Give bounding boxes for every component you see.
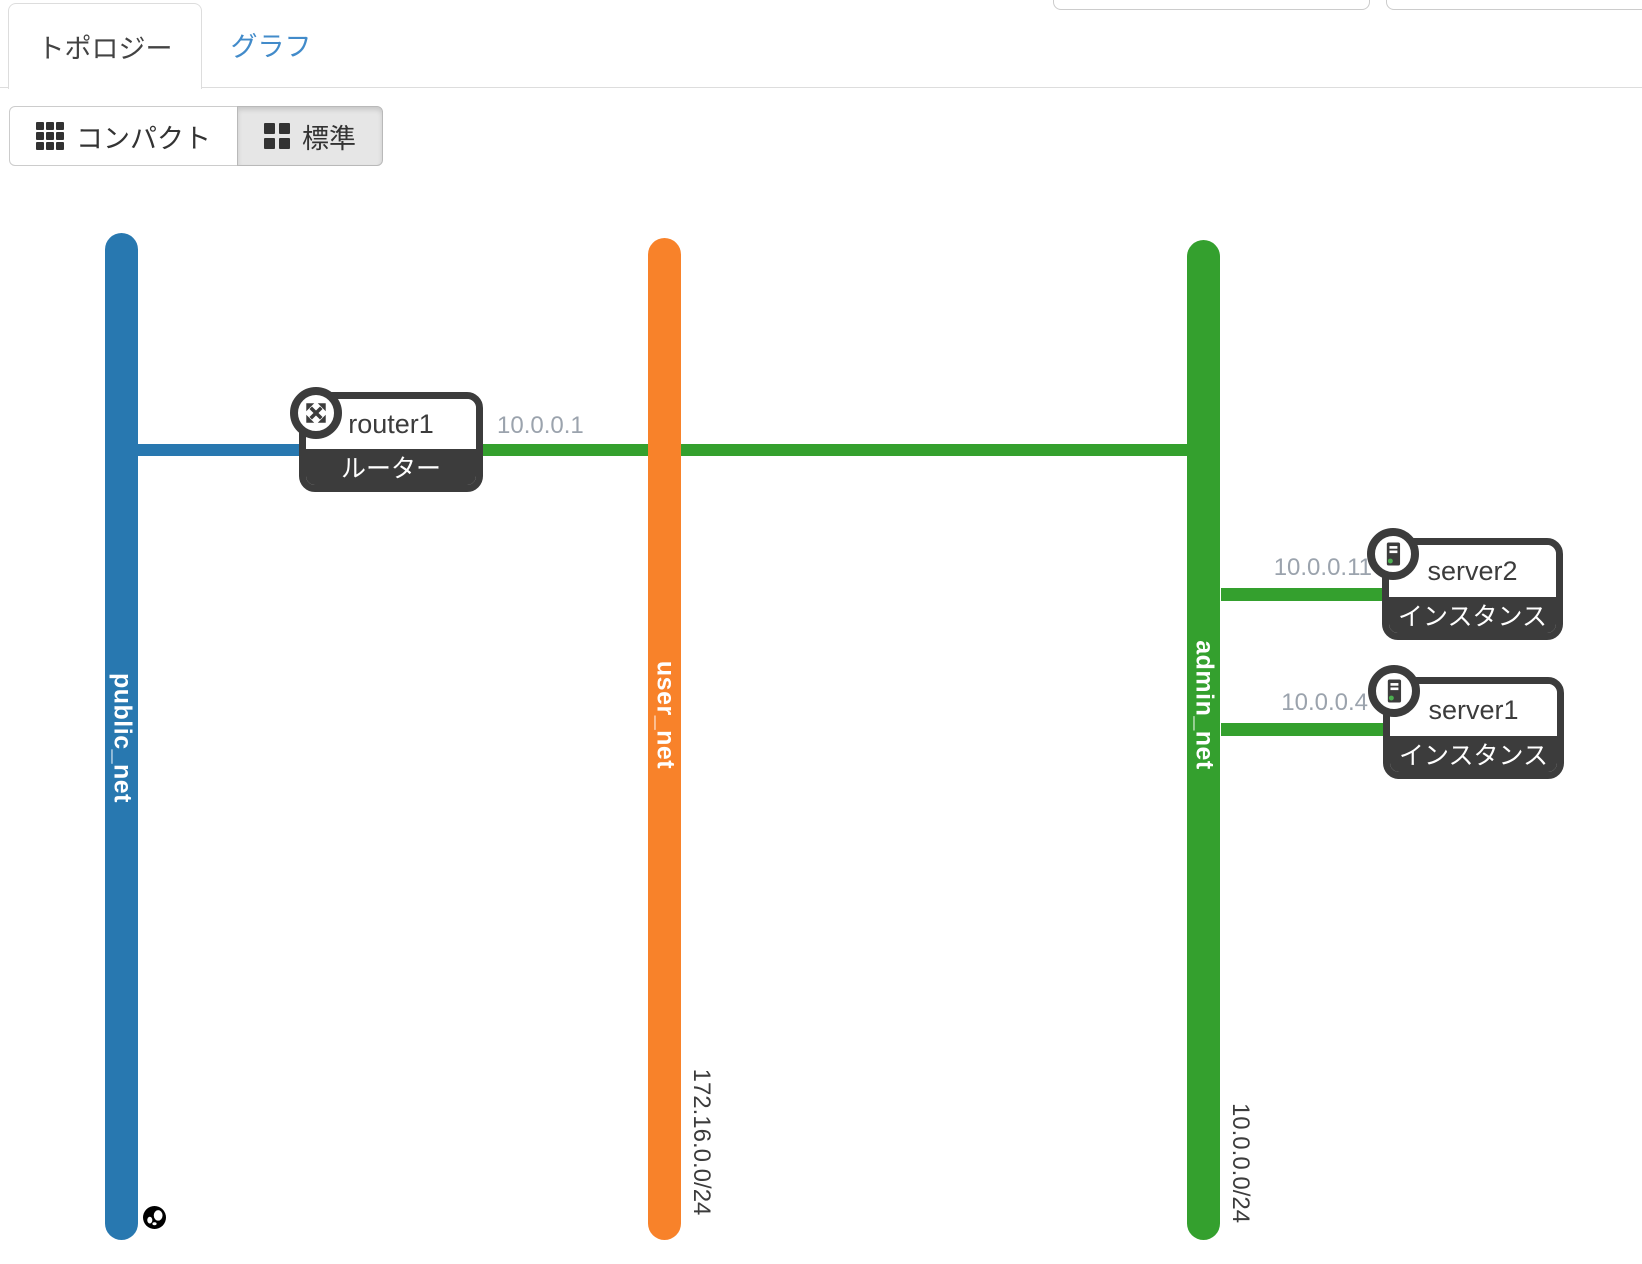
network-bar-user-net[interactable] — [648, 238, 681, 1240]
router1-type-band: ルーター — [306, 449, 476, 485]
truncated-toolbar-button-2[interactable] — [1386, 0, 1642, 10]
router1-port-ip: 10.0.0.1 — [497, 412, 584, 439]
external-network-marker — [143, 1206, 166, 1234]
server1-badge — [1368, 665, 1420, 717]
user-net-label: user_net — [651, 660, 680, 770]
user-net-cidr-label: 172.16.0.0/24 — [688, 1068, 715, 1216]
truncated-toolbar-button-1[interactable] — [1053, 0, 1370, 10]
standard-grid-icon — [264, 123, 290, 149]
tab-graph[interactable]: グラフ — [206, 3, 336, 86]
server2-badge — [1367, 528, 1419, 580]
server1-type-band: インスタンス — [1390, 736, 1557, 772]
link-adminnet-server1 — [1221, 723, 1383, 736]
compact-view-label: コンパクト — [76, 123, 211, 154]
compact-view-button[interactable]: コンパクト — [9, 106, 238, 166]
router1-badge — [290, 387, 342, 439]
server2-type-band: インスタンス — [1389, 597, 1556, 633]
admin-net-cidr-label: 10.0.0.0/24 — [1227, 1102, 1254, 1224]
tab-topology[interactable]: トポロジー — [8, 3, 202, 89]
server2-port-ip: 10.0.0.11 — [1273, 554, 1372, 581]
link-adminnet-server2 — [1221, 588, 1382, 601]
tab-topology-label: トポロジー — [37, 34, 173, 64]
view-mode-button-group: コンパクト 標準 — [9, 106, 383, 166]
globe-icon — [143, 1206, 166, 1229]
server-icon — [1387, 679, 1402, 703]
network-bar-admin-net[interactable] — [1187, 240, 1220, 1240]
standard-view-label: 標準 — [302, 123, 356, 154]
server1-port-ip: 10.0.0.4 — [1281, 689, 1368, 716]
tab-bar: トポロジー グラフ — [0, 0, 1642, 89]
network-bar-public-net[interactable] — [105, 233, 138, 1240]
tab-graph-label: グラフ — [230, 32, 312, 62]
link-router1-adminnet — [483, 444, 1187, 456]
compact-grid-icon — [36, 122, 64, 150]
router-icon — [306, 403, 326, 423]
link-publicnet-router1 — [138, 444, 299, 456]
standard-view-button[interactable]: 標準 — [237, 106, 383, 166]
admin-net-label: admin_net — [1190, 640, 1219, 770]
server-icon — [1386, 542, 1401, 566]
public-net-label: public_net — [108, 672, 137, 804]
